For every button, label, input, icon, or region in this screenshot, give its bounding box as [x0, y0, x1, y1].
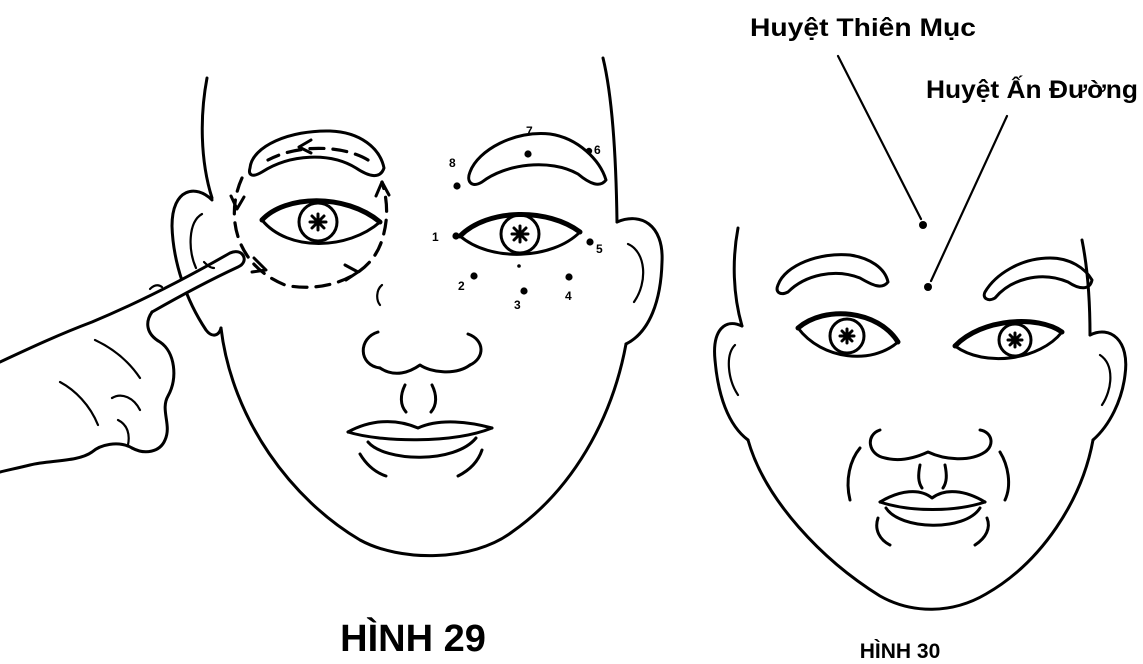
point-6-label: 6: [594, 143, 601, 157]
figure-30-caption: HÌNH 30: [860, 640, 941, 663]
left-pupil-star-icon: [840, 329, 854, 343]
thien-muc-point: [919, 221, 927, 229]
point-3-label: 3: [514, 298, 521, 312]
point-1-label: 1: [432, 230, 439, 244]
under-eye-mark: [517, 264, 521, 268]
point-3-dot: [520, 287, 527, 294]
point-5-label: 5: [596, 242, 603, 256]
point-7-dot: [524, 150, 531, 157]
thien-muc-label: Huyệt Thiên Mục: [750, 14, 976, 42]
left-pupil-star-icon: [310, 214, 326, 230]
point-6-dot: [586, 148, 592, 154]
point-8-dot: [453, 182, 460, 189]
point-4-label: 4: [565, 289, 572, 303]
an-duong-point: [924, 283, 932, 291]
figure-29-caption: HÌNH 29: [340, 616, 486, 660]
point-1-dot: [452, 232, 459, 239]
point-4-dot: [565, 273, 572, 280]
point-2-label: 2: [458, 279, 465, 293]
an-duong-label: Huyệt Ấn Đường: [926, 75, 1138, 104]
point-2-dot: [470, 272, 477, 279]
right-pupil-star-icon: [512, 226, 528, 242]
point-7-label: 7: [526, 124, 533, 138]
point-8-label: 8: [449, 156, 456, 170]
right-pupil-star-icon: [1008, 333, 1022, 347]
point-5-dot: [586, 238, 593, 245]
